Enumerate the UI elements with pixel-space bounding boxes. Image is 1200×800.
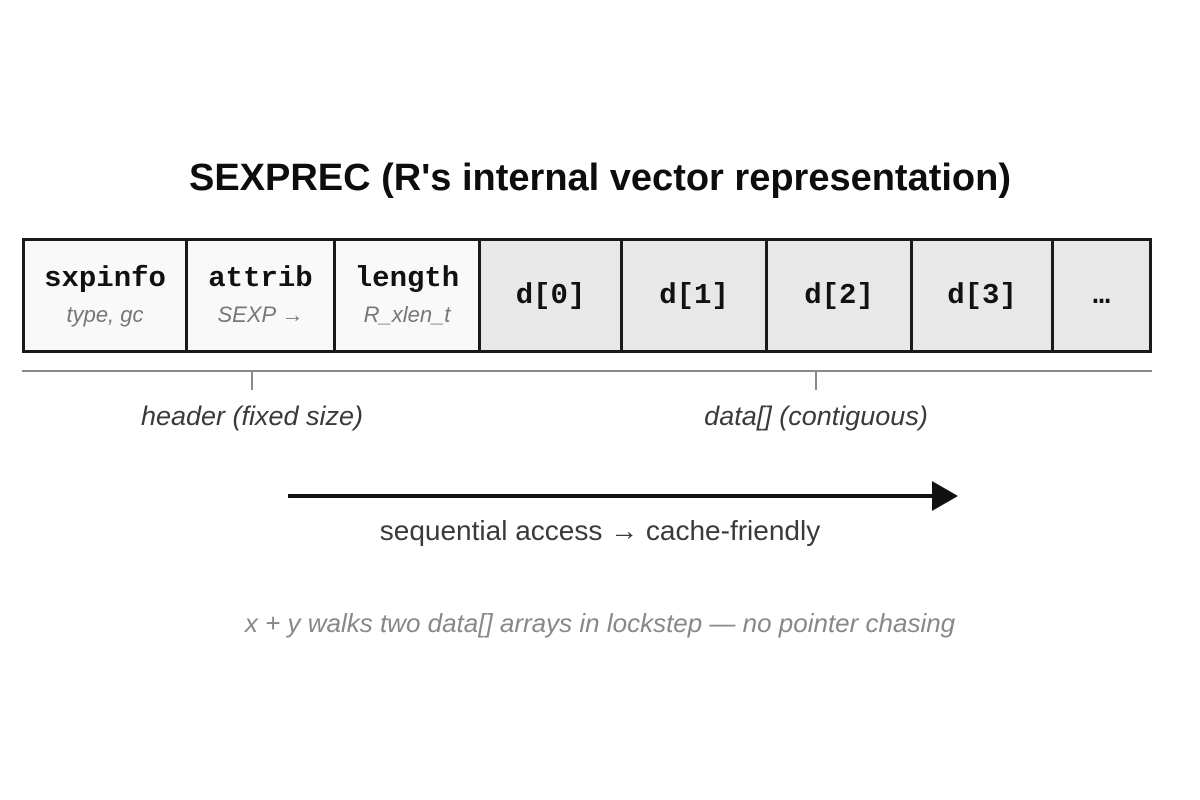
sequential-access-arrow-line bbox=[288, 494, 934, 498]
cell-label: … bbox=[1092, 278, 1111, 312]
footnote-text: x + y walks two data[] arrays in lockste… bbox=[244, 608, 956, 638]
struct-cell-d3: d[3] bbox=[913, 241, 1054, 350]
data-region-label: data[] (contiguous) bbox=[704, 401, 928, 431]
struct-cell-d2: d[2] bbox=[768, 241, 913, 350]
cell-label: d[0] bbox=[515, 278, 586, 312]
struct-cell-ellipsis: … bbox=[1054, 241, 1149, 350]
cell-label: attrib bbox=[208, 262, 313, 296]
cell-sublabel: type, gc bbox=[66, 301, 144, 327]
header-region-label: header (fixed size) bbox=[140, 401, 364, 431]
cell-label: d[1] bbox=[659, 278, 729, 312]
cell-label: d[3] bbox=[947, 278, 1017, 312]
header-region-tick bbox=[251, 372, 253, 390]
arrow-caption: sequential access → cache-friendly bbox=[379, 515, 821, 546]
struct-cell-sxpinfo: sxpinfo type, gc bbox=[25, 241, 188, 350]
struct-cell-d0: d[0] bbox=[481, 241, 623, 350]
cell-label: d[2] bbox=[804, 278, 874, 312]
data-region-tick bbox=[815, 372, 817, 390]
region-underline bbox=[22, 370, 1152, 372]
cell-sublabel: SEXP → bbox=[217, 301, 304, 327]
struct-cell-length: length R_xlen_t bbox=[336, 241, 481, 350]
sequential-access-arrow-head bbox=[932, 481, 958, 511]
struct-cell-attrib: attrib SEXP → bbox=[188, 241, 336, 350]
cell-label: sxpinfo bbox=[44, 262, 166, 296]
cell-sublabel: R_xlen_t bbox=[363, 301, 451, 327]
cell-label: length bbox=[354, 262, 460, 296]
diagram-title: SEXPREC (R's internal vector representat… bbox=[188, 157, 1012, 199]
struct-cell-d1: d[1] bbox=[623, 241, 768, 350]
sexprec-struct-row: sxpinfo type, gc attrib SEXP → length R_… bbox=[22, 238, 1152, 353]
